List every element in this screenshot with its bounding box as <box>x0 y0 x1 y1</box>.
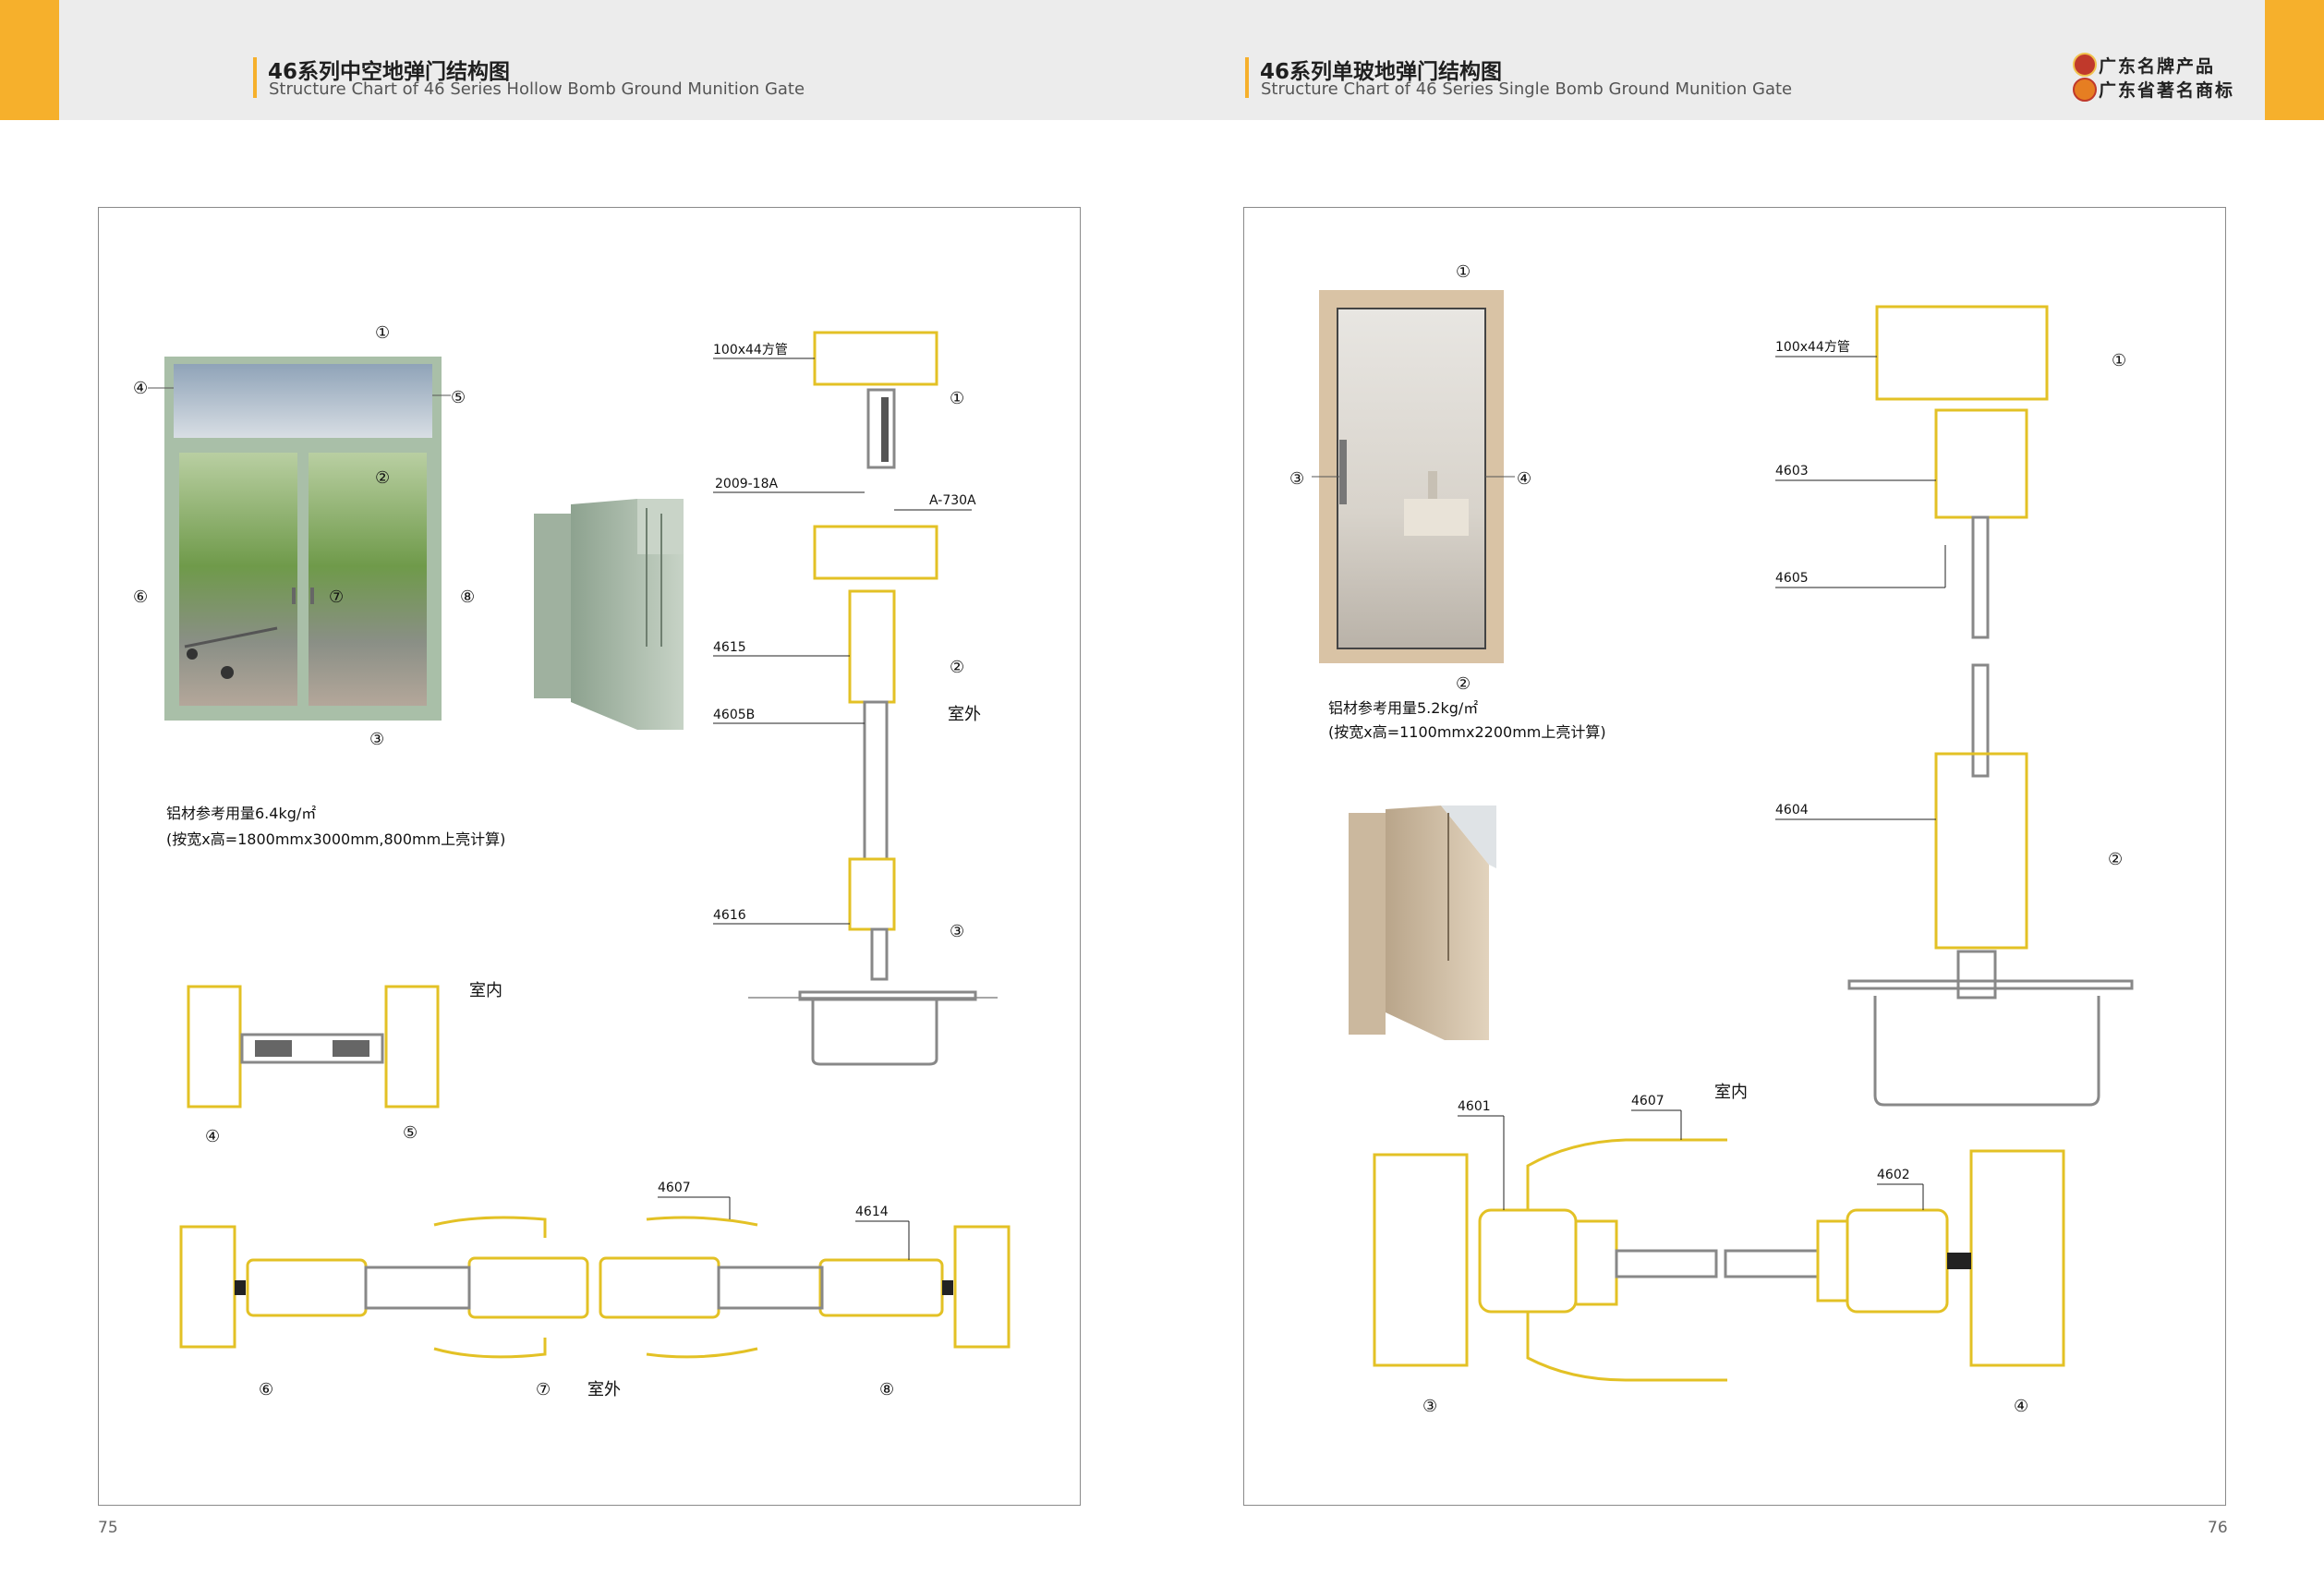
section-mark-1: ① <box>950 389 964 408</box>
transom-horizontal-section <box>187 985 440 1108</box>
right-title-marker <box>1245 57 1249 98</box>
hollow-vertical-section <box>748 331 998 1066</box>
r-mark-1: ① <box>1456 262 1471 282</box>
right-page-title: 46系列单玻地弹门结构图 <box>1260 60 1503 84</box>
mark-5: ⑤ <box>451 388 466 407</box>
r-mark-4: ④ <box>1517 469 1531 489</box>
hollow-door-elevation <box>164 357 442 721</box>
left-page-number: 75 <box>98 1519 118 1537</box>
r-indoor-label: 室内 <box>1714 1083 1748 1102</box>
outdoor-label-bottom: 室外 <box>587 1380 621 1399</box>
trademark-seal-icon <box>2073 78 2097 102</box>
hollow-profile-3d <box>534 499 684 730</box>
mark-3: ③ <box>369 730 384 749</box>
left-title-marker <box>253 57 257 98</box>
r-usage-amount: 铝材参考用量5.2kg/㎡ <box>1328 699 1478 717</box>
mark-4: ④ <box>133 379 148 398</box>
label-A-730A: A-730A <box>929 493 976 508</box>
r-bottom-mark-3: ③ <box>1422 1397 1437 1416</box>
r-bottom-mark-4: ④ <box>2014 1397 2028 1416</box>
right-page-subtitle: Structure Chart of 46 Series Single Bomb… <box>1261 79 1793 99</box>
r-label-4605: 4605 <box>1775 571 1809 586</box>
r-label-tube: 100x44方管 <box>1775 340 1850 355</box>
label-4605B: 4605B <box>713 708 755 722</box>
r-label-4601: 4601 <box>1458 1099 1491 1114</box>
label-4614: 4614 <box>855 1205 889 1219</box>
bottom-mark-6: ⑥ <box>259 1380 273 1399</box>
transom-mark-4: ④ <box>205 1127 220 1146</box>
usage-amount: 铝材参考用量6.4kg/㎡ <box>166 805 316 822</box>
brand-seal-icon <box>2073 53 2097 77</box>
brand-line-1: 广东名牌产品 <box>2099 56 2216 77</box>
usage-dimensions: (按宽x高=1800mmx3000mm,800mm上亮计算) <box>166 830 505 848</box>
r-mark-2: ② <box>1456 674 1471 694</box>
single-door-elevation <box>1319 290 1504 663</box>
label-tube-top: 100x44方管 <box>713 343 788 357</box>
page-header <box>0 0 2324 120</box>
single-profile-3d <box>1349 806 1496 1040</box>
label-4607-left: 4607 <box>658 1181 691 1195</box>
r-section-mark-1: ① <box>2112 351 2126 370</box>
r-label-4607: 4607 <box>1631 1094 1664 1108</box>
section-mark-3: ③ <box>950 922 964 941</box>
bottom-mark-7: ⑦ <box>536 1380 551 1399</box>
single-vertical-section <box>1847 305 2134 1107</box>
section-mark-2: ② <box>950 658 964 677</box>
mark-6: ⑥ <box>133 588 148 607</box>
mark-2: ② <box>375 468 390 488</box>
r-mark-3: ③ <box>1289 469 1304 489</box>
label-4616: 4616 <box>713 908 746 923</box>
bottom-mark-8: ⑧ <box>879 1380 894 1399</box>
r-label-4603: 4603 <box>1775 464 1809 479</box>
r-label-4602: 4602 <box>1877 1168 1910 1182</box>
r-label-4604: 4604 <box>1775 803 1809 818</box>
left-accent-bar <box>0 0 59 120</box>
single-horizontal-section <box>1373 1138 2065 1382</box>
r-section-mark-2: ② <box>2108 850 2123 869</box>
label-2009-18A: 2009-18A <box>715 477 778 491</box>
mark-1: ① <box>375 323 390 343</box>
left-page-title: 46系列中空地弹门结构图 <box>268 60 511 84</box>
transom-mark-5: ⑤ <box>403 1123 418 1143</box>
outdoor-label: 室外 <box>948 705 981 724</box>
left-page-subtitle: Structure Chart of 46 Series Hollow Bomb… <box>269 79 805 99</box>
mark-8: ⑧ <box>460 588 475 607</box>
right-page-number: 76 <box>2208 1519 2228 1537</box>
brand-line-2: 广东省著名商标 <box>2099 80 2235 101</box>
indoor-label: 室内 <box>469 981 502 1000</box>
door-horizontal-section <box>179 1216 1011 1359</box>
label-4615: 4615 <box>713 640 746 655</box>
right-accent-bar <box>2265 0 2324 120</box>
mark-7: ⑦ <box>329 588 344 607</box>
r-usage-dimensions: (按宽x高=1100mmx2200mm上亮计算) <box>1328 723 1606 741</box>
